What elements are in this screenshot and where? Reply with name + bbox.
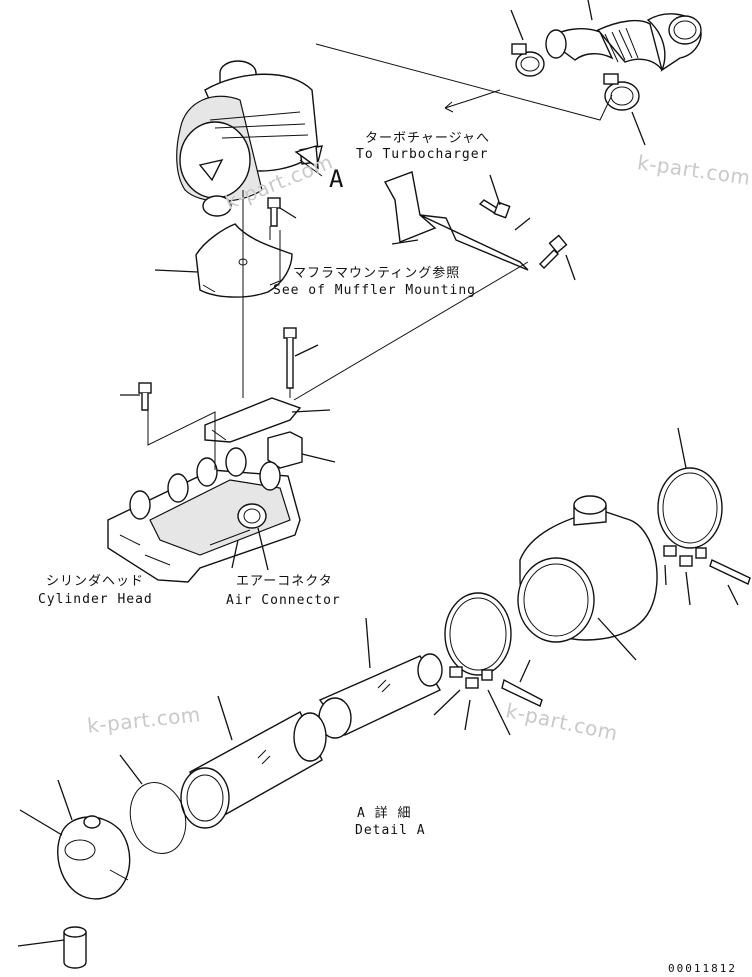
- connection-lines: [147, 43, 613, 470]
- spacer-block: [267, 431, 303, 469]
- hose-clamp-lower: [603, 73, 640, 111]
- end-cap: [57, 815, 131, 900]
- muffler-mounting-label: See of Muffler Mounting: [273, 283, 477, 298]
- bolt-bracket-lower: [539, 234, 568, 269]
- o-ring: [129, 782, 187, 854]
- view-a-marker: A: [329, 165, 345, 193]
- cylinder-head: [107, 447, 301, 583]
- clamp-bolt-right: [709, 559, 751, 585]
- air-connector-label-jp: エアーコネクタ: [236, 574, 333, 589]
- inner-filter-element: [318, 653, 443, 739]
- air-connector-label: Air Connector: [226, 593, 341, 608]
- detail-a-label-jp: A 詳 細: [357, 806, 412, 821]
- intake-hose: [545, 13, 702, 72]
- air-cleaner-assembly: [176, 60, 323, 217]
- mounting-plate: [204, 397, 302, 443]
- band-clamp-middle: [444, 592, 512, 676]
- band-clamp-large: [657, 467, 723, 549]
- muffler-bracket: [383, 171, 529, 271]
- bolt-mid-left: [138, 382, 152, 411]
- hose-clamp-upper: [511, 43, 545, 77]
- evacuator-valve: [63, 926, 87, 969]
- to-turbocharger-label-jp: ターボチャージャへ: [365, 131, 490, 146]
- bolt-upper: [267, 197, 281, 227]
- cylinder-head-label: Cylinder Head: [38, 592, 153, 607]
- view-a-arrow: [294, 145, 323, 177]
- outer-filter-element: [180, 711, 327, 829]
- bolt-bracket-upper: [478, 199, 511, 219]
- cylinder-head-label-jp: シリンダヘッド: [46, 574, 145, 589]
- drawing-number: 00011812: [668, 962, 737, 975]
- muffler-mounting-label-jp: マフラマウンティング参照: [293, 266, 461, 281]
- clamp-nut-middle: [449, 666, 493, 689]
- clamp-bolt-middle: [501, 678, 543, 707]
- bolt-long-vertical: [283, 327, 297, 389]
- cleaner-body-detail: [517, 495, 658, 643]
- to-turbocharger-label: To Turbocharger: [356, 147, 489, 162]
- clamp-nut-right: [663, 545, 707, 567]
- leader-lines: [17, 0, 739, 947]
- air-cleaner-cover: [195, 223, 293, 298]
- detail-a-label: Detail A: [355, 823, 426, 838]
- air-connector: [237, 503, 267, 529]
